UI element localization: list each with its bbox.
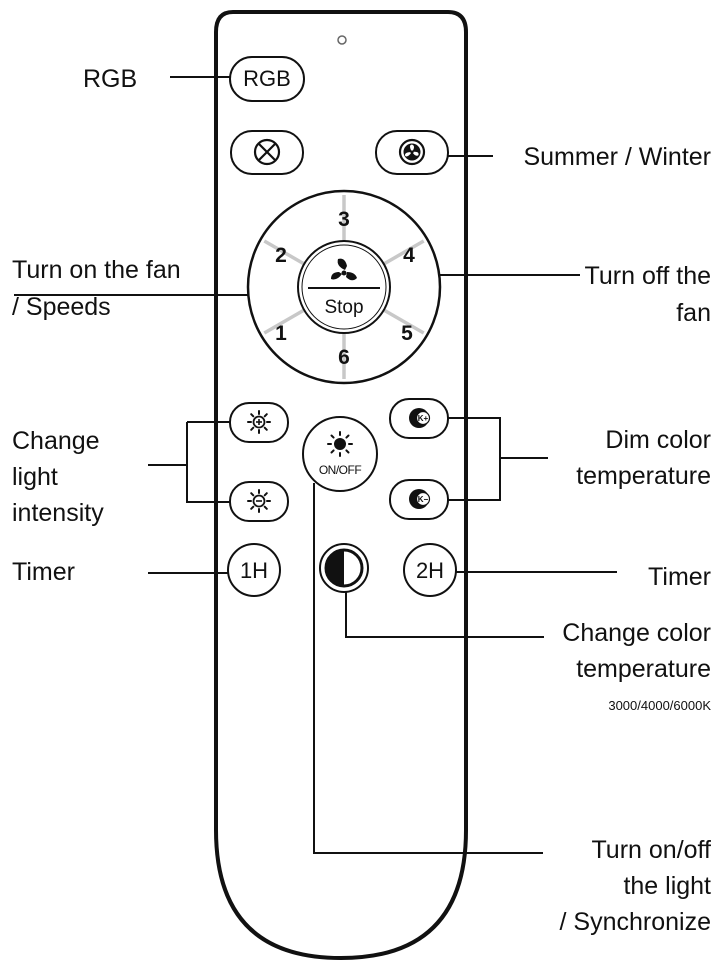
brightness-down-icon bbox=[247, 489, 271, 513]
rgb-button[interactable] bbox=[229, 56, 305, 102]
speed-6-button[interactable]: 6 bbox=[338, 346, 350, 369]
svg-text:K+: K+ bbox=[418, 414, 429, 423]
line-dim bbox=[448, 417, 548, 501]
label-dim-2: temperature bbox=[576, 462, 711, 490]
speed-5-button[interactable]: 5 bbox=[401, 322, 413, 345]
onoff-label: ON/OFF bbox=[319, 463, 361, 477]
label-cct-2: temperature bbox=[576, 655, 711, 683]
label-light-1: Turn on/off bbox=[591, 836, 711, 864]
timer-1h-button[interactable] bbox=[227, 543, 281, 597]
timer-2h-button[interactable] bbox=[403, 543, 457, 597]
speed-2-button[interactable]: 2 bbox=[275, 244, 287, 267]
line-light bbox=[313, 483, 543, 854]
line-cct bbox=[345, 590, 544, 638]
stop-button-inner-ring bbox=[301, 244, 387, 330]
fan-blade-hub bbox=[341, 270, 347, 276]
fan-icon bbox=[398, 138, 426, 166]
label-summer-winter: Summer / Winter bbox=[523, 143, 711, 171]
sun-icon bbox=[327, 431, 353, 457]
timer-1h-label: 1H bbox=[240, 558, 268, 583]
svg-text:K−: K− bbox=[418, 495, 429, 504]
line-intensity bbox=[148, 421, 230, 503]
label-dim-1: Dim color bbox=[605, 426, 711, 454]
timer-2h-label: 2H bbox=[416, 558, 444, 583]
label-cct-1: Change color bbox=[562, 619, 711, 647]
label-light-2: the light bbox=[623, 872, 711, 900]
color-temp-up-icon: K+ bbox=[409, 408, 431, 428]
label-timer-right: Timer bbox=[648, 563, 711, 591]
label-fan-on-1: Turn on the fan bbox=[12, 256, 181, 284]
label-rgb: RGB bbox=[83, 65, 137, 93]
speed-3-button[interactable]: 3 bbox=[338, 208, 350, 231]
speed-1-button[interactable]: 1 bbox=[275, 322, 287, 345]
label-timer-left: Timer bbox=[12, 558, 75, 586]
label-fan-on-2: / Speeds bbox=[12, 293, 111, 321]
label-intensity-2: light bbox=[12, 463, 58, 491]
label-intensity-3: intensity bbox=[12, 499, 104, 527]
speed-4-button[interactable]: 4 bbox=[403, 244, 415, 267]
label-light-3: / Synchronize bbox=[560, 908, 711, 936]
half-circle-icon bbox=[324, 548, 364, 588]
brightness-up-icon bbox=[247, 410, 271, 434]
label-cct-3: 3000/4000/6000K bbox=[608, 698, 711, 713]
light-off-icon bbox=[253, 138, 281, 166]
stop-label: Stop bbox=[324, 297, 363, 318]
rgb-button-label: RGB bbox=[243, 66, 291, 91]
label-fan-off-2: fan bbox=[676, 299, 711, 327]
ir-led bbox=[337, 35, 347, 45]
color-temp-down-icon: K− bbox=[409, 489, 431, 509]
label-intensity-1: Change bbox=[12, 427, 100, 455]
label-fan-off-1: Turn off the bbox=[585, 262, 711, 290]
fan-blade-icon bbox=[331, 258, 357, 281]
